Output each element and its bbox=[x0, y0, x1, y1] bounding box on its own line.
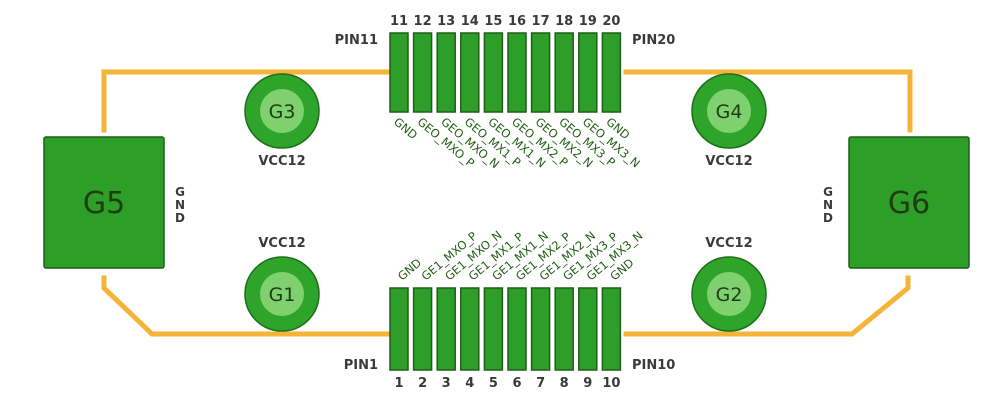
trace-bottom-right bbox=[623, 275, 911, 337]
bottom-pin-6 bbox=[507, 287, 527, 371]
pad-g5: G5 bbox=[43, 136, 165, 269]
mount-g1-label: G1 bbox=[269, 284, 296, 306]
bottom-pin-4 bbox=[460, 287, 480, 371]
bottom-pin-8 bbox=[554, 287, 574, 371]
mount-g2: G2 VCC12 bbox=[691, 236, 767, 332]
connector-top-signals: GNDGEO_MXO_PGEO_MXO_NGEO_MX1_PGEO_MX1_NG… bbox=[391, 115, 643, 172]
bottom-pin-number: 8 bbox=[560, 376, 569, 391]
mount-g4-caption: VCC12 bbox=[705, 154, 752, 169]
top-pin-number: 19 bbox=[579, 14, 597, 29]
bottom-signal-label: GND bbox=[395, 256, 424, 284]
pin1-label: PIN1 bbox=[344, 358, 378, 373]
bottom-pin-number: 10 bbox=[602, 376, 620, 391]
bottom-pin-number: 4 bbox=[465, 376, 474, 391]
top-pin-19 bbox=[578, 32, 598, 113]
bottom-pin-number: 7 bbox=[536, 376, 545, 391]
top-pin-number: 20 bbox=[602, 14, 620, 29]
bottom-pin-number: 2 bbox=[418, 376, 427, 391]
mount-g4-label: G4 bbox=[716, 101, 743, 123]
top-pin-number: 18 bbox=[555, 14, 573, 29]
bottom-pin-2 bbox=[412, 287, 433, 371]
top-signal-label: GND bbox=[391, 115, 420, 143]
bottom-pin-10 bbox=[601, 287, 622, 371]
pad-g6-label: G6 bbox=[888, 186, 930, 221]
trace-top-left bbox=[101, 69, 391, 133]
bottom-pin-9 bbox=[578, 287, 598, 371]
top-pin-18 bbox=[554, 32, 574, 113]
bottom-pin-number: 3 bbox=[442, 376, 451, 391]
pad-g5-label: G5 bbox=[83, 186, 125, 221]
connector-bottom-signals: GNDGE1_MXO_PGE1_MXO_NGE1_MX1_PGE1_MX1_NG… bbox=[395, 228, 645, 284]
top-pin-number: 17 bbox=[532, 14, 550, 29]
top-pin-16 bbox=[507, 32, 527, 113]
mount-g3-caption: VCC12 bbox=[258, 154, 305, 169]
trace-bottom-left bbox=[101, 275, 391, 337]
top-pin-number: 14 bbox=[461, 14, 479, 29]
top-pin-14 bbox=[460, 32, 480, 113]
mount-g2-label: G2 bbox=[716, 284, 743, 306]
pin20-label: PIN20 bbox=[632, 33, 675, 48]
top-pin-number: 13 bbox=[437, 14, 455, 29]
connector-top-numbers: 11 12 13 14 15 16 17 18 19 20 bbox=[390, 14, 620, 29]
mount-g4: G4 VCC12 bbox=[691, 73, 767, 169]
bottom-pin-3 bbox=[436, 287, 456, 371]
top-pin-17 bbox=[530, 32, 551, 113]
top-pin-13 bbox=[436, 32, 456, 113]
top-pin-20 bbox=[601, 32, 622, 113]
bottom-pin-number: 6 bbox=[512, 376, 521, 391]
mount-g3: G3 VCC12 bbox=[244, 73, 320, 169]
connector-bottom-row bbox=[389, 287, 622, 371]
top-pin-number: 11 bbox=[390, 14, 408, 29]
bottom-pin-number: 1 bbox=[394, 376, 403, 391]
mount-g3-label: G3 bbox=[269, 101, 296, 123]
bottom-pin-number: 5 bbox=[489, 376, 498, 391]
mount-g1-caption: VCC12 bbox=[258, 236, 305, 251]
top-pin-number: 15 bbox=[484, 14, 502, 29]
pad-g6: G6 bbox=[848, 136, 970, 269]
pin11-label: PIN11 bbox=[335, 33, 378, 48]
trace-top-right bbox=[623, 69, 913, 133]
bottom-pin-5 bbox=[483, 287, 504, 371]
connector-top-row bbox=[389, 32, 622, 113]
mount-g2-caption: VCC12 bbox=[705, 236, 752, 251]
mount-g1: G1 VCC12 bbox=[244, 236, 320, 332]
top-pin-15 bbox=[483, 32, 504, 113]
top-pin-number: 16 bbox=[508, 14, 526, 29]
pin10-label: PIN10 bbox=[632, 358, 675, 373]
top-pin-11 bbox=[389, 32, 409, 113]
top-pin-12 bbox=[412, 32, 433, 113]
bottom-pin-7 bbox=[530, 287, 551, 371]
top-pin-number: 12 bbox=[414, 14, 432, 29]
traces bbox=[101, 69, 913, 337]
bottom-pin-number: 9 bbox=[583, 376, 592, 391]
bottom-pin-1 bbox=[389, 287, 409, 371]
